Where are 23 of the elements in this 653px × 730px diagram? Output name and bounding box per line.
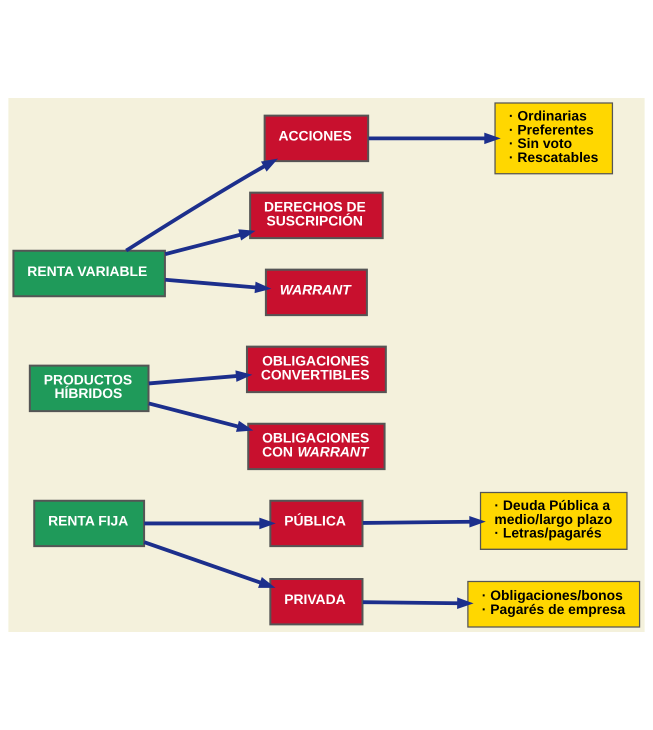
arrow bbox=[144, 540, 276, 588]
node-box: WARRANT bbox=[264, 268, 368, 316]
node-box: RENTA FIJA bbox=[33, 500, 146, 548]
node-box: · Deuda Pública a medio/largo plazo · Letras/pagarés bbox=[480, 492, 628, 550]
arrow bbox=[164, 229, 256, 256]
node-box: PRODUCTOS HÍBRIDOS bbox=[28, 364, 150, 412]
arrow bbox=[362, 597, 474, 609]
node-box: DERECHOS DE SUSCRIPCIÓN bbox=[249, 192, 384, 240]
node-box: ACCIONES bbox=[264, 114, 370, 162]
node-box: OBLIGACIONES CON WARRANT bbox=[247, 422, 386, 470]
arrow bbox=[362, 516, 486, 528]
node-box: · Obligaciones/bonos · Pagarés de empresa bbox=[467, 580, 640, 628]
arrow bbox=[368, 132, 501, 144]
node-box: RENTA VARIABLE bbox=[12, 250, 166, 298]
node-box: PRIVADA bbox=[269, 578, 364, 626]
arrow bbox=[148, 370, 252, 386]
arrow bbox=[144, 518, 276, 530]
node-box: PÚBLICA bbox=[269, 500, 364, 548]
node-box: · Ordinarias · Preferentes · Sin voto · Rescatables bbox=[494, 102, 614, 174]
arrow bbox=[165, 278, 272, 294]
arrow bbox=[125, 158, 278, 252]
arrow bbox=[148, 402, 254, 432]
node-box: OBLIGACIONES CONVERTIBLES bbox=[246, 346, 387, 394]
